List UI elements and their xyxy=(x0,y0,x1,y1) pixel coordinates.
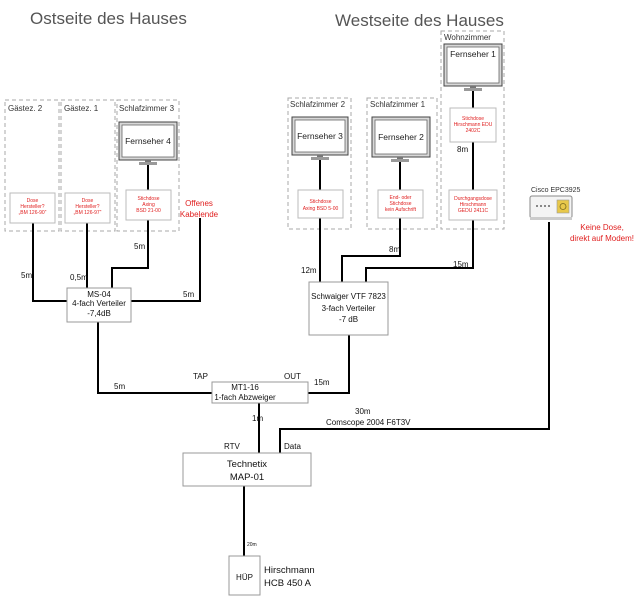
room-label-gast2: Gästez. 2 xyxy=(8,104,43,113)
socket-schlaf3: Stichdose Axing BSD 21-00 xyxy=(125,189,172,221)
west-heading: Westseite des Hauses xyxy=(335,11,504,30)
cables xyxy=(32,90,550,556)
tv3-label: Fernseher 3 xyxy=(297,131,343,141)
room-label-schlaf1: Schlafzimmer 1 xyxy=(370,100,426,109)
svg-text:Hirschmann: Hirschmann xyxy=(460,202,487,208)
svg-text:Schwaiger VTF 7823: Schwaiger VTF 7823 xyxy=(311,292,386,301)
no-socket-note-1: Keine Dose, xyxy=(580,223,624,232)
len-technetix-huep: 20m xyxy=(247,542,257,548)
open-end-note-1: Offenes xyxy=(185,199,213,208)
svg-text:4-fach Verteiler: 4-fach Verteiler xyxy=(72,299,126,308)
svg-text:Stichdose: Stichdose xyxy=(390,201,412,207)
socket-schlaf2: Stichdose Axing BSD 5-00 xyxy=(297,189,344,219)
svg-text:kein Aufschrift: kein Aufschrift xyxy=(385,207,417,213)
svg-text:3-fach Verteiler: 3-fach Verteiler xyxy=(322,304,376,313)
len-vtf-wohn: 15m xyxy=(453,260,469,269)
svg-text:Technetix: Technetix xyxy=(227,459,267,470)
room-label-schlaf3: Schlafzimmer 3 xyxy=(119,104,175,113)
svg-text:GEDU 2411C: GEDU 2411C xyxy=(458,208,489,214)
cable-wohn-vtf xyxy=(365,218,474,282)
cable-type-modem: Comscope 2004 F6T3V xyxy=(326,418,411,427)
cable-modem xyxy=(279,222,550,453)
ms04-splitter: MS-04 4-fach Verteiler -7,4dB xyxy=(66,287,132,323)
tv4: Fernseher 4 xyxy=(118,121,178,165)
len-gast2-ms04: 5m xyxy=(21,271,32,280)
svg-text:Stichdose: Stichdose xyxy=(138,196,160,202)
len-schlaf3-ms04: 5m xyxy=(134,242,145,251)
svg-text:MAP-01: MAP-01 xyxy=(230,472,264,483)
modem-icon xyxy=(529,195,573,220)
svg-text:HÜP: HÜP xyxy=(236,573,253,582)
cable-ms04-mt116 xyxy=(97,322,212,394)
modem-name: Cisco EPC3925 xyxy=(531,187,581,194)
port-out: OUT xyxy=(284,372,301,381)
len-mt116-vtf: 15m xyxy=(314,378,330,387)
open-end-note-2: Kabelende xyxy=(180,210,219,219)
hirschmann-line2: HCB 450 A xyxy=(264,578,312,589)
technetix-amp: Technetix MAP-01 xyxy=(182,452,312,487)
tv2: Fernseher 2 xyxy=(371,116,431,162)
room-label-gast1: Gästez. 1 xyxy=(64,104,99,113)
room-label-wohn: Wohnzimmer xyxy=(444,33,491,42)
svg-text:Axing BSD 5-00: Axing BSD 5-00 xyxy=(303,206,339,212)
svg-text:„BM 126-97“: „BM 126-97“ xyxy=(74,210,102,216)
tv4-label: Fernseher 4 xyxy=(125,136,171,146)
no-socket-note-2: direkt auf Modem! xyxy=(570,234,634,243)
socket-gast1: Dose Hersteller? „BM 126-97“ xyxy=(64,192,111,224)
svg-text:Stichdose: Stichdose xyxy=(310,199,332,205)
east-heading: Ostseite des Hauses xyxy=(30,9,187,28)
tv1-label: Fernseher 1 xyxy=(450,49,496,59)
svg-text:Hersteller?: Hersteller? xyxy=(20,204,44,210)
svg-text:-7 dB: -7 dB xyxy=(339,315,358,324)
len-mt116-technetix: 1m xyxy=(252,414,263,423)
svg-text:Dose: Dose xyxy=(82,198,94,204)
svg-text:Durchgangsdose: Durchgangsdose xyxy=(454,196,492,202)
tv2-label: Fernseher 2 xyxy=(378,132,424,142)
svg-text:-7,4dB: -7,4dB xyxy=(87,309,111,318)
len-ms04-mt116: 5m xyxy=(114,382,125,391)
svg-text:BSD 21-00: BSD 21-00 xyxy=(136,208,161,214)
svg-text:End- oder: End- oder xyxy=(390,195,412,201)
room-label-schlaf2: Schlafzimmer 2 xyxy=(290,100,346,109)
svg-text:2402C: 2402C xyxy=(466,128,481,134)
room-wohn xyxy=(440,30,505,230)
port-data: Data xyxy=(284,442,301,451)
cable-schlaf3-ms04 xyxy=(111,220,149,288)
socket-wohn-durch: Durchgangsdose Hirschmann GEDU 2411C xyxy=(448,189,498,221)
svg-text:MS-04: MS-04 xyxy=(87,290,111,299)
cable-mt116-vtf xyxy=(308,335,350,394)
svg-text:MT1-16: MT1-16 xyxy=(231,383,259,392)
len-gast1-ms04: 0,5m xyxy=(70,273,88,282)
vtf-splitter: Schwaiger VTF 7823 3-fach Verteiler -7 d… xyxy=(308,281,389,336)
svg-text:Dose: Dose xyxy=(27,198,39,204)
huep-box: HÜP xyxy=(228,555,261,596)
room-schlaf1 xyxy=(366,97,438,230)
svg-text:Axing: Axing xyxy=(142,202,155,208)
svg-text:Hirschmann EDU: Hirschmann EDU xyxy=(454,122,493,128)
svg-text:1-fach Abzweiger: 1-fach Abzweiger xyxy=(214,393,276,402)
socket-wohn-stich: Stichdose Hirschmann EDU 2402C xyxy=(449,107,497,143)
tv1: Fernseher 1 xyxy=(443,43,503,91)
port-tap: TAP xyxy=(193,372,208,381)
tv3: Fernseher 3 xyxy=(291,116,349,160)
svg-text:„BM 126-90“: „BM 126-90“ xyxy=(19,210,47,216)
len-modem: 30m xyxy=(355,407,371,416)
cable-gast2-ms04 xyxy=(32,223,67,302)
len-vtf-schlaf1: 8m xyxy=(389,245,400,254)
port-rtv: RTV xyxy=(224,442,241,451)
mt116-tap: MT1-16 1-fach Abzweiger xyxy=(211,381,309,404)
cable-open-ms04 xyxy=(131,218,201,302)
svg-text:Hersteller?: Hersteller? xyxy=(75,204,99,210)
socket-schlaf1: End- oder Stichdose kein Aufschrift xyxy=(377,189,424,219)
len-open-ms04: 5m xyxy=(183,290,194,299)
len-wohn-inner: 8m xyxy=(457,145,468,154)
cable-schlaf1-vtf xyxy=(341,218,401,282)
socket-gast2: Dose Hersteller? „BM 126-90“ xyxy=(9,192,56,224)
hirschmann-line1: Hirschmann xyxy=(264,565,315,576)
svg-text:Stichdose: Stichdose xyxy=(462,116,484,122)
len-vtf-schlaf2: 12m xyxy=(301,266,317,275)
